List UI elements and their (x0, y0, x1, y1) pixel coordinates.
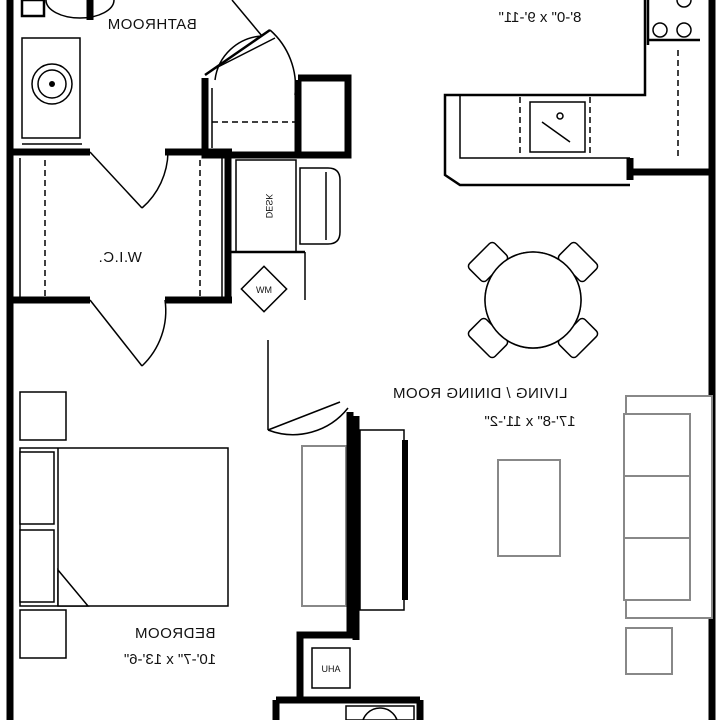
pillow (19, 451, 55, 525)
dining-table (467, 241, 599, 359)
bedroom-dims: 10'-7" x 13'-6" (124, 651, 216, 668)
stove-burner-icon (676, 22, 692, 38)
living-dims: 17'-8" x 11'-2" (484, 413, 575, 430)
desk-chair (299, 167, 341, 245)
kitchen-sink (529, 101, 586, 153)
wic-label: W.I.C. (98, 249, 142, 266)
nightstand (19, 391, 67, 441)
faucet-icon (541, 121, 571, 143)
bedroom-label: BEDROOM (134, 625, 215, 642)
walk-in-closet: W.I.C. (10, 148, 232, 367)
desk-area: DESK MW (228, 155, 341, 313)
bedroom: BEDROOM 10'-7" x 13'-6" (19, 391, 229, 668)
sink-icon (31, 63, 73, 105)
coffee-table (497, 459, 561, 557)
mechanical: AHU (311, 647, 415, 720)
water-heater (345, 705, 415, 720)
living-label: LIVING / DINING ROOM (392, 385, 567, 402)
interior-walls (6, 300, 424, 720)
bed-fold (57, 567, 90, 607)
television (359, 429, 405, 611)
kitchen-dims: 8'-0" x 9'-11" (499, 9, 582, 26)
kitchen: 8'-0" x 9'-11" (443, 0, 700, 187)
pillow (19, 529, 55, 603)
nightstand (19, 609, 67, 659)
stove-burner-icon (652, 22, 668, 38)
toilet-tank (20, 0, 46, 18)
linen-closet (201, 74, 352, 159)
desk-label: DESK (264, 194, 274, 219)
microwave-cabinet (240, 265, 288, 313)
tv-console (301, 445, 347, 607)
kitchen-counter-outline (443, 0, 647, 187)
toilet-bowl-icon (45, 0, 115, 19)
side-table (625, 627, 673, 675)
ahu-unit (311, 647, 351, 689)
bathroom: BATHROOM (20, 0, 297, 152)
mw-label: MW (256, 285, 272, 295)
living-dining-room: LIVING / DINING ROOM 17'-8" x 11'-2" (301, 385, 713, 675)
exterior-walls (6, 0, 716, 720)
bathroom-label: BATHROOM (107, 16, 197, 33)
ahu-label: AHU (321, 664, 340, 674)
